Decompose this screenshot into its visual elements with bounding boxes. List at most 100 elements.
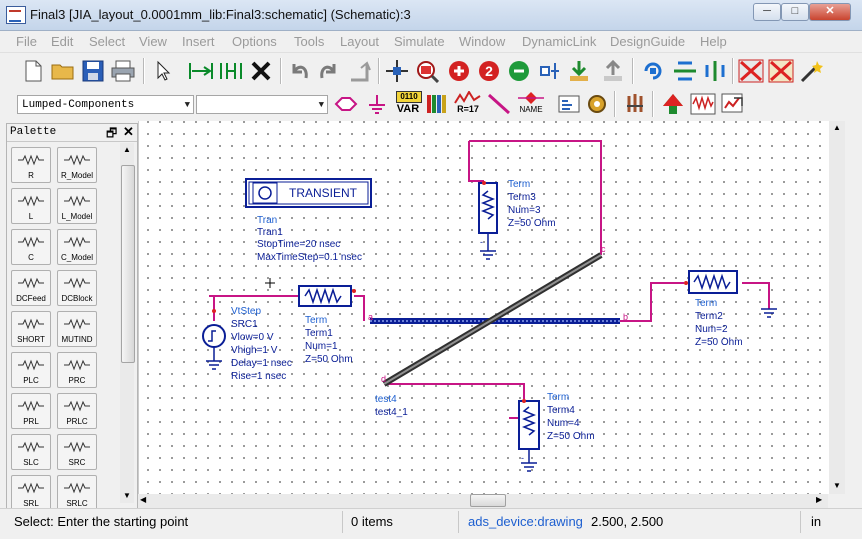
palette-item-c-model[interactable]: C_Model [57,229,97,265]
vtstep-source[interactable] [202,309,226,370]
term1-component[interactable] [298,285,356,307]
menu-dynamiclink[interactable]: DynamicLink [522,34,597,49]
menu-edit[interactable]: Edit [51,34,74,49]
menu-options[interactable]: Options [232,34,277,49]
display-template-icon[interactable] [556,91,582,117]
deactivate-icon[interactable] [738,58,764,84]
zoom-in-icon[interactable] [446,58,472,84]
palette-scrollbar[interactable]: ▲ ▼ [120,143,135,503]
palette-item-r-model[interactable]: R_Model [57,147,97,183]
scroll-down-icon[interactable]: ▼ [123,491,131,500]
palette-item-l[interactable]: L [11,188,51,224]
scroll-down-icon[interactable]: ▼ [833,481,841,490]
insert-pins-icon[interactable] [218,58,244,84]
palette-item-srlc[interactable]: SRLC [57,475,97,511]
var-equation-icon[interactable]: 0110 VAR [395,91,422,117]
coupled-transmission-line[interactable] [370,252,620,387]
palette-item-plc[interactable]: PLC [11,352,51,388]
scroll-up-icon[interactable]: ▲ [123,145,131,154]
palette-item-label: PLC [23,376,39,385]
palette-item-srl[interactable]: SRL [11,475,51,511]
close-button[interactable]: ✕ [809,3,851,21]
horizontal-scroll-thumb[interactable] [470,494,506,507]
palette-item-dcblock[interactable]: DCBlock [57,270,97,306]
palette-item-l-model[interactable]: L_Model [57,188,97,224]
push-into-icon[interactable] [566,58,592,84]
menu-designguide[interactable]: DesignGuide [610,34,686,49]
palette-item-prc[interactable]: PRC [57,352,97,388]
snap-grid-icon[interactable] [536,58,562,84]
palette-item-prlc[interactable]: PRLC [57,393,97,429]
short-component-icon[interactable] [768,58,794,84]
palette-item-r[interactable]: R [11,147,51,183]
palette-item-mutind[interactable]: MUTIND [57,311,97,347]
transient-controller[interactable]: TRANSIENT [245,178,372,208]
menu-insert[interactable]: Insert [182,34,215,49]
repeat-icon[interactable] [346,58,372,84]
activate-wand-icon[interactable] [798,58,824,84]
delete-icon[interactable] [248,58,274,84]
undock-icon[interactable]: 🗗 [106,126,118,140]
term3-component[interactable]: - [478,181,498,260]
var-bits-label: 0110 [396,91,422,103]
test4-instance: test4_1 [375,407,408,418]
palette-item-c[interactable]: C [11,229,51,265]
menu-help[interactable]: Help [700,34,727,49]
palette-item-prl[interactable]: PRL [11,393,51,429]
status-units: in [811,514,822,529]
palette-scroll-thumb[interactable] [121,165,135,363]
redo-icon[interactable] [316,58,342,84]
close-palette-icon[interactable]: ✕ [123,124,134,139]
scroll-up-icon[interactable]: ▲ [833,123,841,132]
menu-file[interactable]: File [16,34,37,49]
maximize-button[interactable]: □ [781,3,809,21]
scroll-right-icon[interactable]: ▶ [816,495,823,504]
palette-item-src[interactable]: SRC [57,434,97,470]
open-folder-icon[interactable] [50,58,76,84]
tune-icon[interactable] [622,91,648,117]
palette-item-short[interactable]: SHORT [11,311,51,347]
insert-wire-icon[interactable] [188,58,214,84]
palette-item-dcfeed[interactable]: DCFeed [11,270,51,306]
pop-out-icon[interactable] [600,58,626,84]
zoom-out-2-icon[interactable]: 2 [476,58,502,84]
print-icon[interactable] [110,58,136,84]
component-library-icon[interactable] [424,91,450,117]
component-name-select[interactable]: ▼ [196,95,328,114]
palette-item-label: PRC [68,376,86,385]
menu-window[interactable]: Window [459,34,506,49]
schematic-canvas[interactable]: TRANSIENT Tran Tran1 StopTime=20 nsec Ma… [138,121,829,494]
mirror-x-icon[interactable] [672,58,698,84]
term4-component[interactable]: - [518,399,540,472]
menu-tools[interactable]: Tools [294,34,325,49]
zoom-fit-icon[interactable] [506,58,532,84]
menu-select[interactable]: Select [89,34,126,49]
name-label-icon[interactable]: NAME [516,91,546,117]
ground-icon[interactable] [364,91,390,117]
simulate-icon[interactable] [660,91,686,117]
save-icon[interactable] [80,58,106,84]
component-library-value: Lumped-Components [22,99,135,111]
menu-view[interactable]: View [139,34,167,49]
select-pointer-icon[interactable] [150,58,176,84]
scroll-left-icon[interactable]: ◀ [140,495,147,504]
canvas-vertical-scrollbar[interactable]: ▲ ▼ [829,121,845,494]
component-library-select[interactable]: Lumped-Components ▼ [17,95,194,114]
new-document-icon[interactable] [20,58,46,84]
zoom-area-icon[interactable] [414,58,440,84]
simulation-status-icon[interactable] [720,91,746,117]
mirror-y-icon[interactable] [702,58,728,84]
undo-icon[interactable] [286,58,312,84]
wire-label-icon[interactable] [486,91,512,117]
rotate-icon[interactable] [640,58,666,84]
port-icon[interactable] [334,91,360,117]
move-icon[interactable] [384,58,410,84]
parameter-sweep-icon[interactable]: R=17 [454,91,482,117]
data-display-icon[interactable] [690,91,716,117]
palette-item-slc[interactable]: SLC [11,434,51,470]
term2-component[interactable] [684,270,777,318]
menu-simulate[interactable]: Simulate [394,34,445,49]
simulation-settings-icon[interactable] [584,91,610,117]
menu-layout[interactable]: Layout [340,34,380,49]
minimize-button[interactable]: ─ [753,3,781,21]
